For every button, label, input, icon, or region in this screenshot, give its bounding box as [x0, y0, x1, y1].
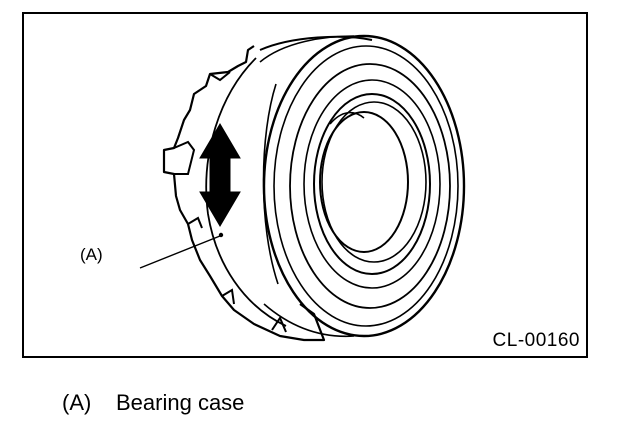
caption-text: Bearing case [116, 390, 245, 415]
flange-tab-bottom-2 [271, 315, 287, 333]
body-top-contour [259, 35, 355, 63]
bearing-inner-bore [319, 111, 409, 253]
bearing-case-flange [162, 45, 326, 342]
caption-ref: (A) [62, 390, 92, 415]
bearing-ring-5 [313, 93, 431, 275]
bearing-case-illustration [139, 34, 466, 342]
bearing-ring-3 [289, 63, 451, 309]
body-left-contour [262, 83, 279, 285]
flange-tab-bottom [221, 288, 235, 305]
figure-frame: CL-00160 [22, 12, 588, 358]
caption: (A) Bearing case [62, 390, 244, 416]
flange-inner-edge [205, 57, 287, 327]
callout-leader-line [139, 235, 221, 269]
flange-rim [259, 35, 373, 51]
flange-tab-left [173, 140, 196, 175]
figure-id-label: CL-00160 [492, 330, 580, 351]
flange-tab-lower [187, 216, 203, 229]
bore-depth-line [329, 111, 365, 125]
callout-label-a: (A) [80, 245, 103, 264]
bearing-ring-2 [273, 45, 459, 327]
callout-leader-dot [218, 232, 224, 238]
body-bottom-contour [263, 303, 355, 338]
movement-arrow-icon [199, 123, 241, 227]
flange-tab-top [209, 71, 231, 82]
bearing-ring-6 [321, 101, 427, 263]
bearing-ring-4 [303, 79, 441, 289]
